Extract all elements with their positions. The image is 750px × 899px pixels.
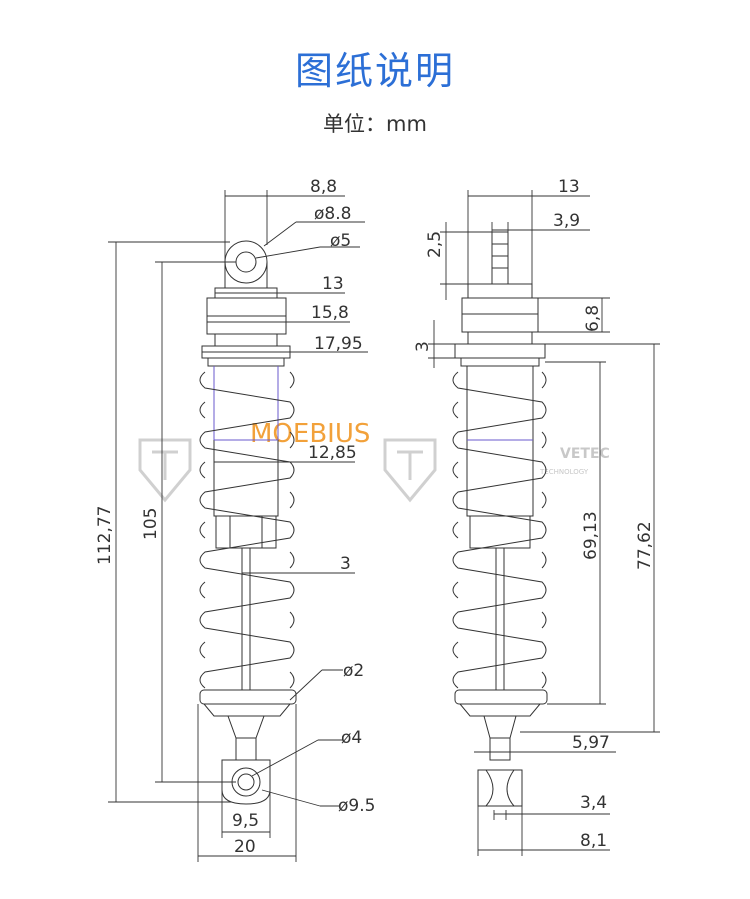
right-bottom-retainer — [454, 689, 548, 705]
right-lower-nut — [469, 515, 531, 549]
right-bottom-clevis — [477, 769, 523, 807]
watermark-right-text: VETEC — [560, 446, 610, 462]
dim-right-77-62: 77,62 — [635, 521, 655, 570]
left-dimensions — [108, 190, 368, 862]
dim-right-5-97: 5,97 — [572, 733, 610, 753]
left-spring — [199, 371, 295, 689]
dim-left-dia-5: ø5 — [330, 231, 351, 251]
dim-left-8-8: 8,8 — [310, 177, 337, 197]
right-collar — [454, 343, 546, 359]
right-view — [452, 231, 548, 807]
right-spring — [452, 371, 547, 689]
dim-left-3: 3 — [340, 554, 351, 574]
dim-right-6-8: 6,8 — [583, 305, 603, 332]
dim-right-3: 3 — [413, 341, 433, 352]
unit-label: 单位：mm — [323, 112, 427, 136]
dim-left-112-77: 112,77 — [95, 506, 115, 565]
dim-right-2-5: 2,5 — [425, 231, 445, 258]
dim-left-dia-2: ø2 — [343, 661, 364, 681]
dim-left-dia-8-8: ø8.8 — [314, 204, 351, 224]
right-top-stud — [491, 231, 509, 285]
dim-left-12-85: 12,85 — [308, 443, 357, 463]
watermark-right-sub: TECHNOLOGY — [539, 468, 589, 476]
dim-left-dia-9-5: ø9.5 — [338, 796, 375, 816]
dim-left-dia-4: ø4 — [341, 728, 362, 748]
right-body — [466, 365, 534, 517]
dim-left-20: 20 — [234, 837, 256, 857]
dim-right-13: 13 — [558, 177, 580, 197]
dim-left-13: 13 — [322, 274, 344, 294]
right-cap-hex — [461, 297, 539, 333]
dim-right-3-4: 3,4 — [580, 793, 607, 813]
dim-left-9-5: 9,5 — [232, 811, 259, 831]
watermark-left-shield-icon — [138, 438, 192, 503]
left-bottom-retainer — [199, 689, 297, 705]
dim-right-8-1: 8,1 — [580, 831, 607, 851]
right-dimensions — [428, 190, 660, 856]
dim-left-17-95: 17,95 — [314, 334, 363, 354]
dim-left-105: 105 — [141, 508, 161, 540]
dim-left-15-8: 15,8 — [311, 303, 349, 323]
page-title: 图纸说明 — [294, 49, 455, 93]
dim-right-69-13: 69,13 — [581, 511, 601, 560]
dim-right-3-9: 3,9 — [553, 211, 580, 231]
left-view — [199, 240, 297, 805]
left-top-eyelet-hole — [235, 251, 257, 273]
watermark-right-shield-icon — [383, 438, 437, 503]
left-lower-nut — [215, 515, 277, 549]
watermark-brand: MOEBIUS — [250, 419, 370, 449]
